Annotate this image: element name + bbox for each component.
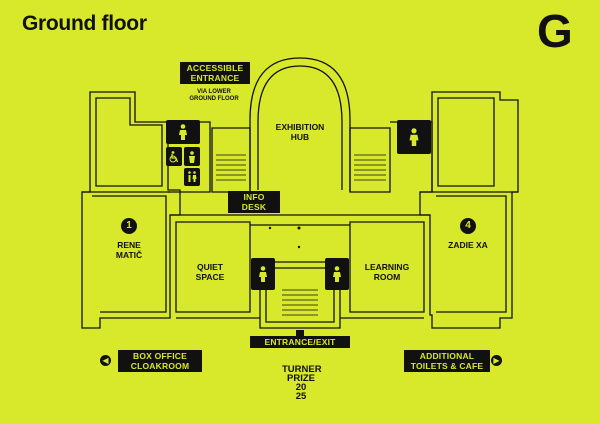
box-office-label: BOX OFFICE CLOAKROOM [118,350,202,372]
gallery-4-number: 4 [460,218,476,234]
level-indicator: G [537,5,573,57]
quiet-space-label: QUIET SPACE [195,262,225,282]
turner-prize-logo: TURNER PRIZE 20 25 [282,364,322,402]
exhibition-hub-label: EXHIBITION HUB [275,122,325,142]
logo-line-1: TURNER [282,364,322,375]
toilet-icon [166,120,200,144]
gallery-4-artist: ZADIE XA [448,240,488,250]
toilet-icon [251,258,275,290]
learning-room-label: LEARNING ROOM [364,262,410,282]
accessible-entrance-label: ACCESSIBLE ENTRANCE [180,62,250,84]
arrow-right-icon: ▶ [491,355,502,366]
gallery-1-number: 1 [121,218,137,234]
info-desk-label: INFO DESK [228,191,280,213]
accessible-toilet-icon [166,147,182,166]
entrance-exit-label: ENTRANCE/EXIT [250,336,350,348]
logo-line-2: PRIZE [287,373,315,384]
gallery-1-artist: RENE MATIČ [115,240,143,260]
via-lower-ground-note: VIA LOWER GROUND FLOOR [189,89,239,102]
toilet-icon [325,258,349,290]
additional-toilets-label: ADDITIONAL TOILETS & CAFE [404,350,490,372]
arrow-left-icon: ◀ [100,355,111,366]
logo-line-4: 25 [295,391,307,402]
logo-line-3: 20 [295,382,307,393]
toilet-icon [397,120,431,154]
gender-neutral-icon [184,168,200,186]
baby-change-icon [184,147,200,166]
page-title: Ground floor [22,12,147,35]
